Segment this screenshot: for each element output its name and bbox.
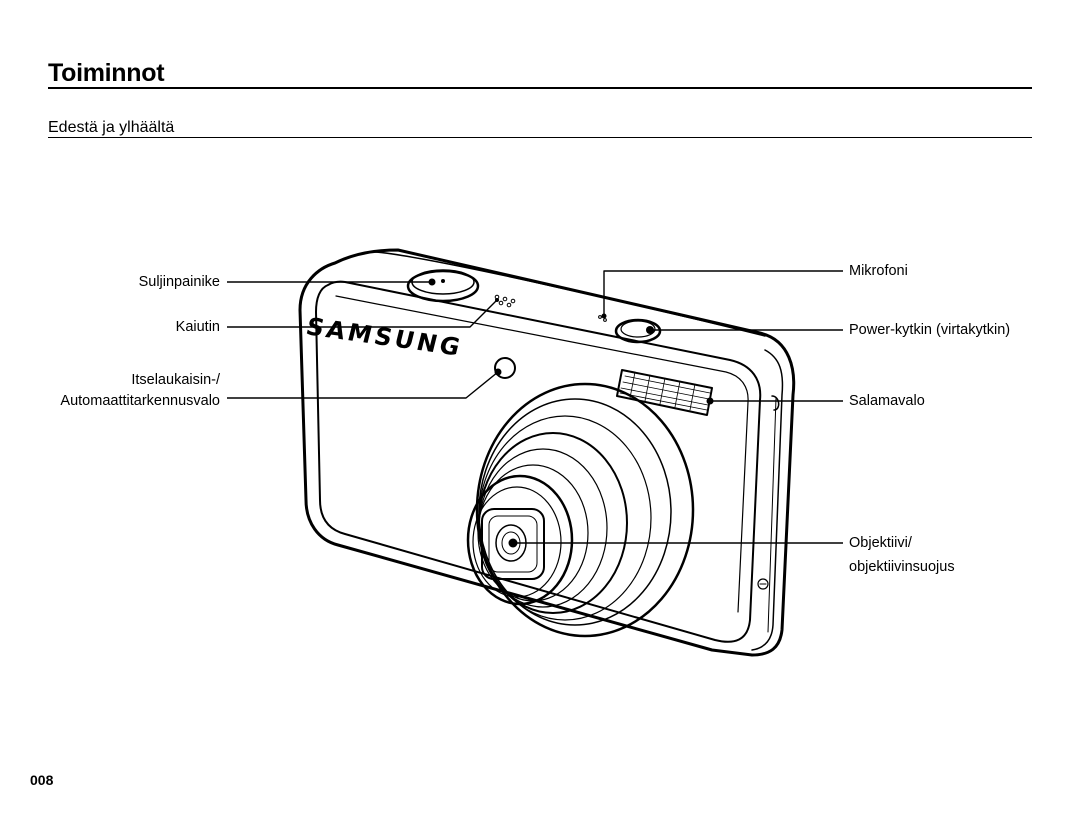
camera-body-outline (298, 248, 796, 657)
callout-flash: Salamavalo (849, 393, 925, 409)
page-number: 008 (30, 772, 54, 788)
flash-texture (619, 371, 711, 411)
microphone-holes (598, 315, 607, 322)
camera-side-edge-inner (767, 397, 777, 633)
section-title: Edestä ja ylhäältä (48, 119, 175, 136)
callout-self-timer-lamp-line2: Automaattitarkennusvalo (60, 393, 220, 409)
callout-speaker: Kaiutin (175, 319, 220, 335)
strap-lug (771, 395, 780, 411)
flash-window (616, 369, 713, 416)
callout-power-button: Power-kytkin (virtakytkin) (849, 322, 1011, 338)
callout-shutter-button: Suljinpainike (138, 274, 220, 290)
page-title: Toiminnot (48, 59, 165, 87)
camera-front-bevel (335, 295, 749, 613)
self-timer-lamp (494, 357, 516, 379)
callout-self-timer-lamp-line1: Itselaukaisin-/ (131, 372, 220, 388)
lens-ring-outer (475, 382, 695, 638)
power-button (614, 318, 662, 344)
shutter-button-base (406, 269, 480, 303)
side-screw (757, 578, 769, 590)
speaker-holes (494, 294, 516, 308)
title-rule (48, 87, 1032, 89)
camera-brand-logo: SAMSUNG (303, 313, 465, 362)
section-rule (48, 137, 1032, 138)
lens-ring-front (466, 474, 574, 606)
callout-lens-line2: objektiivinsuojus (849, 559, 955, 575)
callout-microphone: Mikrofoni (849, 263, 908, 279)
camera-top-rim (374, 251, 766, 337)
lens-ring-mid (478, 432, 628, 614)
camera-side-edge (751, 349, 784, 651)
callout-leaders (227, 270, 843, 544)
lens-cover (481, 508, 545, 580)
callout-lens-line1: Objektiivi/ (849, 535, 912, 551)
